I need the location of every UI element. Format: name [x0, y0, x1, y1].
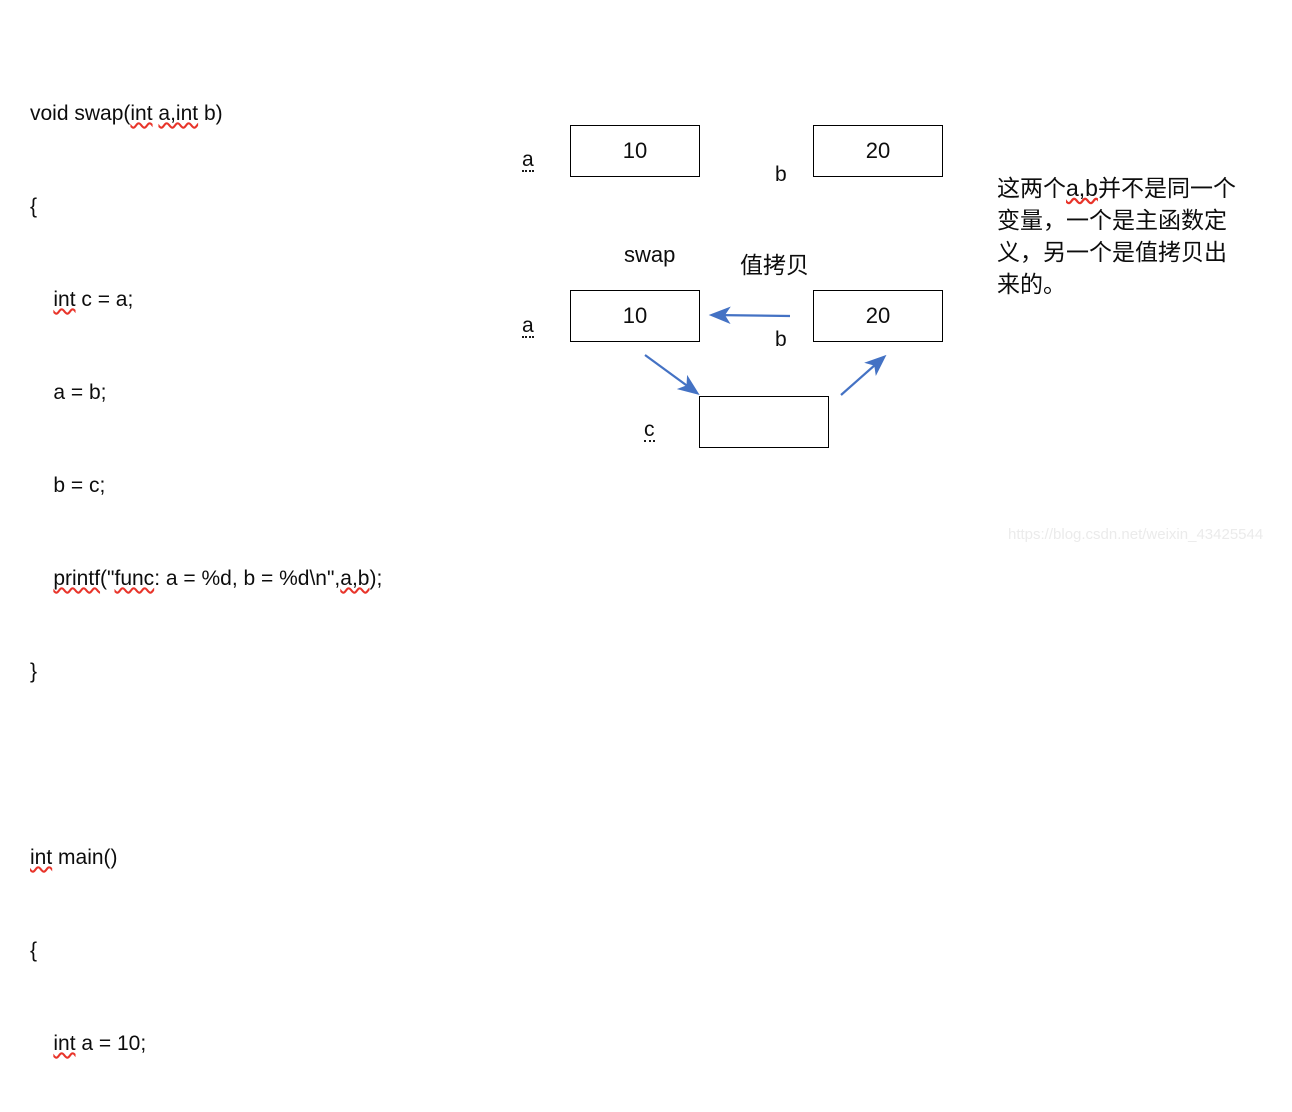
code-line: b = c;: [30, 474, 106, 497]
code-line: int main(): [30, 846, 118, 869]
code-line: }: [30, 660, 38, 683]
caption-swap: swap: [624, 242, 676, 267]
code-line: {: [30, 195, 38, 218]
variable-box-a-main: 10: [570, 125, 700, 177]
code-line: a = b;: [30, 381, 107, 404]
code-line: int a = 10;: [53, 1032, 147, 1055]
code-block-swap-function: void swap(int a,int b) { int c = a; a = …: [30, 36, 470, 749]
code-block-main-function: int main() { int a = 10; int b = 20; swa…: [30, 780, 470, 1112]
variable-label-a-main: a: [522, 148, 534, 172]
code-line: int c = a;: [53, 288, 134, 311]
note-line-3: 主函数定义，另一: [997, 207, 1227, 265]
variable-value: 20: [865, 138, 891, 163]
code-line: printf("func: a = %d, b = %d\n",a,b);: [53, 567, 383, 590]
code-line: void swap(int a,int b): [30, 102, 223, 125]
annotation-note: 这两个a,b并不是同一个变量，一个是主函数定义，另一个是值拷贝出来的。: [997, 172, 1237, 300]
code-line: {: [30, 939, 38, 962]
note-line-4: 个是值拷贝出来的。: [997, 239, 1227, 297]
note-line-2: 一个变量，一个是: [997, 175, 1236, 233]
variable-label-a-swap: a: [522, 314, 534, 338]
variable-box-b-main: 20: [813, 125, 943, 177]
variable-label-c-swap: c: [644, 418, 655, 442]
variable-label-b-main: b: [775, 163, 787, 186]
note-line-1-suffix: 并不是同: [1097, 175, 1190, 201]
arrow-c-to-b: [840, 354, 887, 396]
note-inline-code: a,b: [1066, 175, 1098, 201]
arrow-b-to-a: [708, 306, 791, 325]
code-panel: void swap(int a,int b) { int c = a; a = …: [30, 36, 470, 1112]
arrow-a-to-c: [644, 354, 700, 395]
variable-value: 20: [865, 303, 891, 328]
csdn-watermark: https://blog.csdn.net/weixin_43425544: [1008, 526, 1264, 543]
variable-box-a-swap: 10: [570, 290, 700, 342]
variable-box-c-swap: [699, 396, 829, 448]
note-line-1-prefix: 这两个: [997, 175, 1066, 201]
variable-value: 10: [622, 303, 648, 328]
variable-value: 10: [622, 138, 648, 163]
caption-value-copy: 值拷贝: [740, 252, 809, 278]
variable-box-b-swap: 20: [813, 290, 943, 342]
variable-label-b-swap: b: [775, 328, 787, 351]
